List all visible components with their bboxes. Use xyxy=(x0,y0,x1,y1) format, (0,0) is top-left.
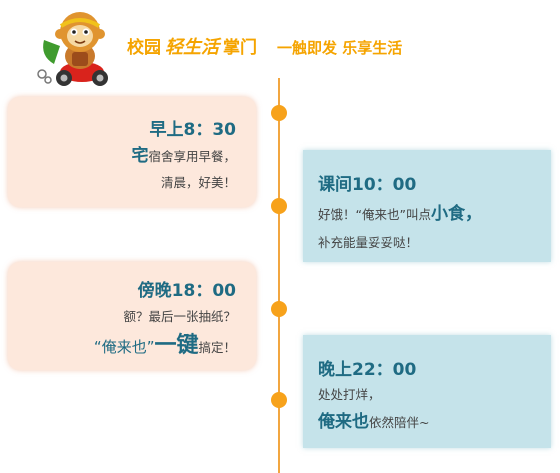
card-night: 晚上22：00 处处打烊， 俺来也依然陪伴~ xyxy=(303,335,551,448)
card-quote: “俺来也” xyxy=(93,338,155,356)
card-line: 好饿！“俺来也”叫点小食， xyxy=(318,199,551,224)
card-line: 俺来也依然陪伴~ xyxy=(318,407,551,432)
card-text: 宿舍享用早餐， xyxy=(148,149,236,164)
card-text: 额？最后一张抽纸？ xyxy=(123,309,236,324)
card-text: 搞定！ xyxy=(198,340,236,355)
slogan-palm: 掌门 xyxy=(223,38,257,58)
card-emphasis: 小食， xyxy=(430,204,482,224)
card-text: 清晨，好美！ xyxy=(160,175,236,190)
card-emphasis: 俺来也 xyxy=(318,412,369,432)
card-emphasis: 一键 xyxy=(154,333,199,358)
slogan-enjoy: 一触即发 乐享生活 xyxy=(277,39,403,57)
timeline-dot xyxy=(271,392,287,408)
timeline-dot xyxy=(271,105,287,121)
slogan-campus: 校园 xyxy=(127,38,161,58)
timeline-dot xyxy=(271,301,287,317)
card-evening: 傍晚18：00 额？最后一张抽纸？ “俺来也”一键搞定！ xyxy=(8,262,256,370)
card-text: 依然陪伴~ xyxy=(369,415,430,430)
slogan-light-life: 轻生活 xyxy=(165,37,219,58)
card-time: 早上8：30 xyxy=(149,120,237,140)
card-class-break: 课间10：00 好饿！“俺来也”叫点小食， 补充能量妥妥哒！ xyxy=(303,150,551,262)
timeline-dot xyxy=(271,198,287,214)
card-text: 好饿！“俺来也”叫点 xyxy=(318,207,431,222)
card-line: “俺来也”一键搞定！ xyxy=(8,327,236,359)
card-emphasis: 宅 xyxy=(131,146,149,166)
timeline-line xyxy=(278,78,280,473)
card-text: 补充能量妥妥哒！ xyxy=(318,235,419,250)
card-time: 课间10：00 xyxy=(318,175,417,195)
card-time: 傍晚18：00 xyxy=(137,281,236,301)
header: 校园轻生活掌门 一触即发 乐享生活 xyxy=(0,0,560,90)
slogan: 校园轻生活掌门 一触即发 乐享生活 xyxy=(127,33,402,59)
card-time: 晚上22：00 xyxy=(318,360,417,380)
card-line: 宅宿舍享用早餐， xyxy=(8,141,236,166)
card-text: 处处打烊， xyxy=(318,387,381,402)
monkey-mascot-icon xyxy=(37,12,108,86)
card-morning: 早上8：30 宅宿舍享用早餐， 清晨，好美！ xyxy=(8,97,256,207)
